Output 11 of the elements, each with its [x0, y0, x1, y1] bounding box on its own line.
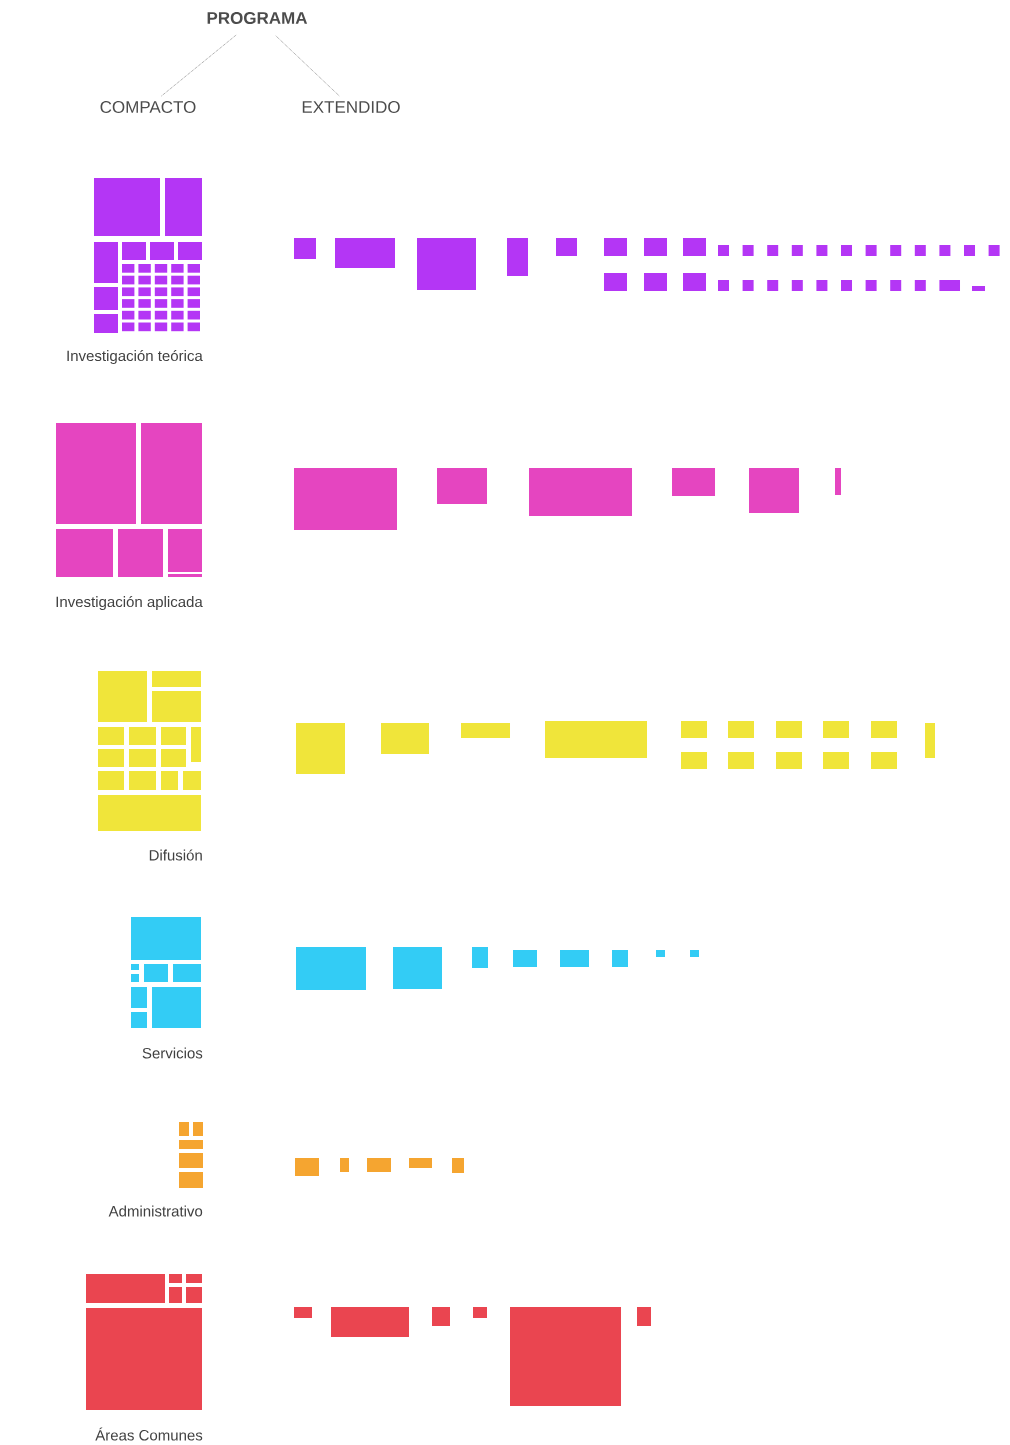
category-label: Servicios	[142, 1047, 203, 1059]
category-label: Investigación teórica	[67, 349, 203, 365]
heading-text: COMPACTO	[100, 101, 196, 114]
category-label: Áreas Comunes	[95, 1427, 203, 1441]
category-label: Difusión	[149, 849, 202, 861]
category-label: Administrativo	[108, 1205, 203, 1217]
heading-text: PROGRAMA	[207, 12, 308, 25]
dotted-line	[275, 35, 340, 97]
heading-text: EXTENDIDO	[302, 101, 400, 114]
dotted-line	[160, 34, 237, 97]
category-label: Investigación aplicada	[56, 595, 203, 611]
